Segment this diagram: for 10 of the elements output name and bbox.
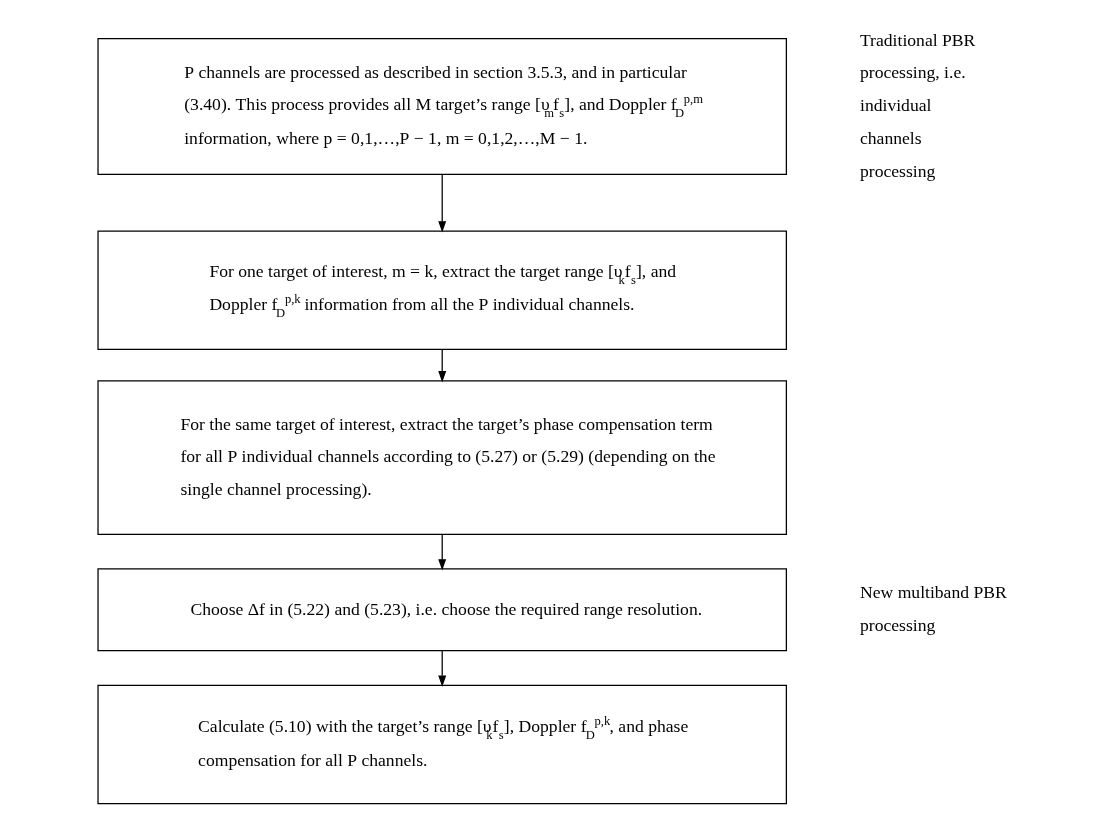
node-box: Choose Δf in (5.22) and (5.23), i.e. choose the required range resolution. xyxy=(96,568,787,652)
arrow xyxy=(437,650,446,687)
node-box: For one target of interest, m = k, extract the target range [υ$_{k}$f$_{s}$], and Doppler f$_{D}$$^{p,k}$ information from all the P individual channels. xyxy=(96,230,787,350)
label: New multiband PBR processing xyxy=(859,582,1007,635)
label: Traditional PBR processing, i.e. individual channels processing xyxy=(859,29,975,181)
arrow xyxy=(437,174,446,233)
node-box: Calculate (5.10) with the target’s range [υ$_{k}$f$_{s}$], Doppler f$_{D}$$^{p,k}$, and phase compensation for all P channels. xyxy=(96,684,787,805)
node-box: For the same target of interest, extract the target’s phase compensation term for all P individual channels according to (5.27) or (5.29) (depending on the single channel processing). xyxy=(96,380,787,535)
arrow xyxy=(437,533,446,571)
arrow xyxy=(437,348,446,383)
